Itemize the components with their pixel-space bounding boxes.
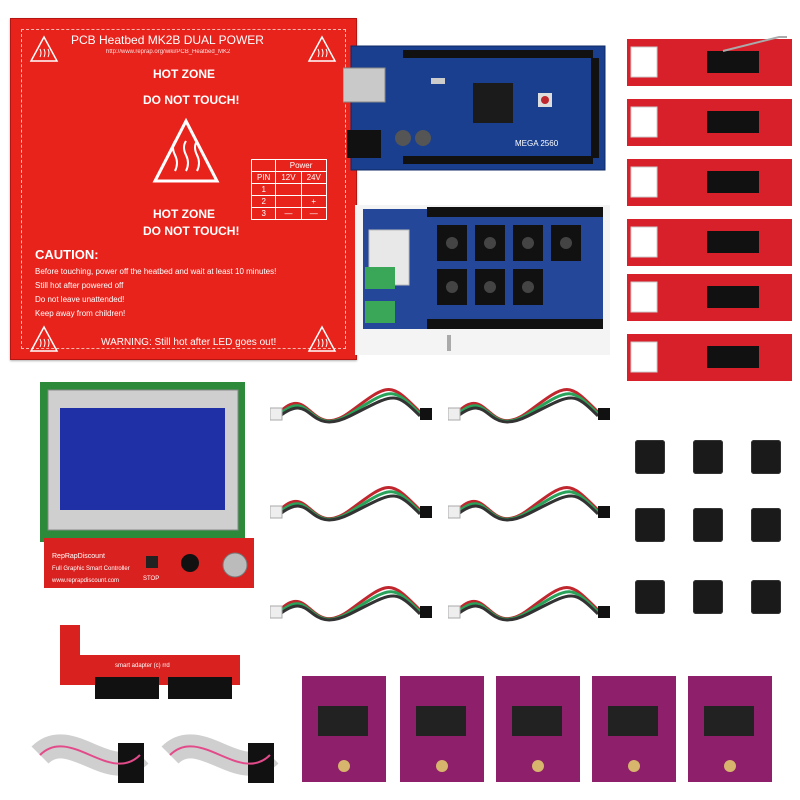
stepper-cable bbox=[270, 586, 432, 622]
power-cell: — bbox=[275, 207, 302, 220]
hot-zone-label-1: HOT ZONE bbox=[153, 67, 215, 81]
adapter-label: smart adapter (c) rrd bbox=[115, 663, 170, 669]
power-cell: — bbox=[300, 207, 327, 220]
caution-line: Still hot after powered off bbox=[35, 281, 124, 290]
stepper-cable bbox=[448, 586, 610, 622]
corner-heat-icon bbox=[29, 35, 59, 62]
jumper-cap bbox=[751, 508, 781, 542]
stepper-driver bbox=[496, 676, 580, 782]
endstop-switch bbox=[627, 99, 792, 146]
heatbed-url: http://www.reprap.org/wiki/PCB_Heatbed_M… bbox=[106, 49, 231, 55]
caution-line: Keep away from children! bbox=[35, 309, 126, 318]
caution-line: Do not leave unattended! bbox=[35, 295, 125, 304]
power-cell bbox=[275, 183, 302, 196]
stepper-driver bbox=[302, 676, 386, 782]
hot-zone-label-2: HOT ZONE bbox=[153, 207, 215, 221]
corner-heat-icon bbox=[29, 325, 59, 352]
ribbon-cable bbox=[31, 734, 149, 783]
stepper-driver bbox=[400, 676, 484, 782]
endstop-switch bbox=[627, 274, 792, 321]
stepper-cable bbox=[270, 486, 432, 522]
power-col: PIN bbox=[250, 171, 277, 184]
lcd-stop-label: STOP bbox=[143, 576, 159, 582]
corner-heat-icon bbox=[307, 325, 337, 352]
lcd-site: www.reprapdiscount.com bbox=[51, 578, 119, 584]
lcd-controller: RepRapDiscount Full Graphic Smart Contro… bbox=[40, 382, 254, 588]
lcd-brand: RepRapDiscount bbox=[52, 553, 105, 560]
power-cell bbox=[300, 183, 327, 196]
jumper-cap bbox=[751, 440, 781, 474]
heatbed-border bbox=[21, 29, 346, 349]
stepper-driver bbox=[688, 676, 772, 782]
ribbon-cable bbox=[161, 734, 279, 783]
do-not-touch-label-1: DO NOT TOUCH! bbox=[143, 93, 240, 107]
power-table-header: Power bbox=[275, 159, 327, 172]
stepper-cable bbox=[270, 388, 432, 424]
heatbed-board: PCB Heatbed MK2B DUAL POWER http://www.r… bbox=[10, 18, 357, 360]
warning-hot-icon bbox=[152, 117, 220, 183]
jumper-cap bbox=[751, 580, 781, 614]
jumper-cap bbox=[693, 508, 723, 542]
stepper-cable bbox=[448, 388, 610, 424]
lcd-line: Full Graphic Smart Controller bbox=[52, 566, 130, 572]
stepper-driver bbox=[592, 676, 676, 782]
do-not-touch-label-2: DO NOT TOUCH! bbox=[143, 224, 240, 238]
endstop-switch bbox=[627, 159, 792, 206]
power-cell: + bbox=[300, 195, 327, 208]
smart-adapter: smart adapter (c) rrd bbox=[60, 625, 240, 699]
jumper-cap bbox=[693, 580, 723, 614]
power-cell: 3 bbox=[250, 207, 277, 220]
ramps-board bbox=[355, 205, 610, 355]
endstop-switch bbox=[627, 36, 792, 86]
power-table: Power PIN 12V 24V 1 2 + 3 — — bbox=[250, 159, 327, 220]
power-col: 12V bbox=[275, 171, 302, 184]
endstop-switch bbox=[627, 219, 792, 266]
power-cell: 1 bbox=[250, 183, 277, 196]
arduino-mega-board: MEGA 2560 bbox=[343, 45, 606, 171]
power-cell bbox=[275, 195, 302, 208]
jumper-cap bbox=[635, 580, 665, 614]
mega-label: MEGA 2560 bbox=[515, 139, 559, 148]
warning-label: WARNING: Still hot after LED goes out! bbox=[101, 337, 277, 348]
endstop-switch bbox=[627, 334, 792, 381]
heatbed-title: PCB Heatbed MK2B DUAL POWER bbox=[71, 33, 264, 47]
caution-line: Before touching, power off the heatbed a… bbox=[35, 267, 277, 276]
power-cell: 2 bbox=[250, 195, 277, 208]
power-col: 24V bbox=[300, 171, 327, 184]
stepper-cable bbox=[448, 486, 610, 522]
jumper-cap bbox=[635, 508, 665, 542]
caution-heading: CAUTION: bbox=[35, 247, 99, 262]
jumper-cap bbox=[693, 440, 723, 474]
corner-heat-icon bbox=[307, 35, 337, 62]
jumper-cap bbox=[635, 440, 665, 474]
